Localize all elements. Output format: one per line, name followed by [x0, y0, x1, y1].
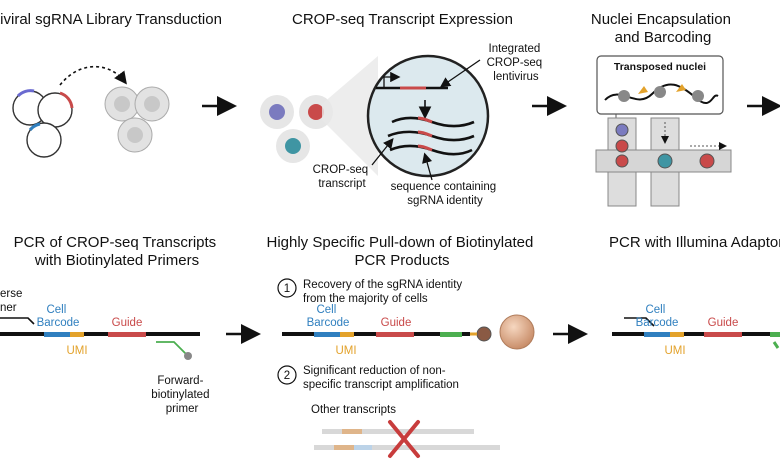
magnetic-bead: [499, 314, 535, 350]
label-umi-2: UMI: [335, 345, 356, 357]
label-cell-barcode-3: Cell Barcode: [636, 304, 679, 329]
streptavidin: [476, 326, 492, 342]
zoom-circle: [366, 54, 490, 178]
panel-transduction: tiviral sgRNA Library Transduction: [0, 11, 237, 158]
label-integrated: Integrated CROP-seq lentivirus: [487, 43, 546, 83]
label-forward-primer: Forward- biotinylated primer: [151, 375, 212, 415]
label-umi: UMI: [66, 345, 87, 357]
transposase-2: [676, 84, 686, 92]
nucleosome-2: [654, 86, 666, 98]
panel-pull-down: Highly Specific Pull-down of Biotinylate…: [267, 234, 588, 458]
cell-group-right: [104, 86, 170, 153]
label-transcript: CROP-seq transcript: [313, 164, 372, 190]
transcript-2-guide: [417, 130, 433, 138]
nucleus-6: [127, 127, 143, 143]
panel3-title: Nuclei Encapsulation and Barcoding: [591, 11, 735, 46]
panel1-title: tiviral sgRNA Library Transduction: [0, 11, 222, 28]
segment-guide: [108, 332, 146, 337]
transcripts: [387, 116, 475, 156]
forward-primer: [156, 341, 187, 355]
zoom-cone: [322, 56, 378, 176]
step2-number: 2: [284, 370, 290, 382]
label-transposed: Transposed nuclei: [614, 61, 706, 73]
nucleosome-1: [618, 90, 630, 102]
label-guide: Guide: [112, 317, 143, 329]
panel4-title: PCR of CROP-seq Transcripts with Biotiny…: [14, 234, 221, 269]
sgrna-mark-2: [59, 91, 74, 109]
cell-group-left: [12, 89, 74, 158]
panel2-title: CROP-seq Transcript Expression: [292, 11, 513, 28]
promoter-arrow: [383, 71, 401, 88]
biotin-dot: [184, 352, 192, 360]
other-transcript-2-mark-b: [354, 445, 372, 450]
transcript-1-guide: [417, 116, 433, 124]
nucleus-teal: [285, 138, 301, 154]
microfluidic-chip: [595, 117, 732, 207]
step1-badge: [277, 278, 297, 298]
panel5-title: Highly Specific Pull-down of Biotinylate…: [267, 234, 538, 269]
segment-barcode-2: [314, 332, 340, 337]
nucleus-5: [144, 96, 160, 112]
droplet-purple: [615, 123, 629, 137]
cell-3: [26, 122, 62, 158]
step2-text: Significant reduction of non- specific t…: [303, 365, 459, 391]
nucleus-purple: [269, 104, 285, 120]
panel-pcr-biotinylated: PCR of CROP-seq Transcripts with Biotiny…: [0, 234, 261, 415]
segment-biotin-primer: [440, 332, 462, 337]
adaptor-tail: [772, 341, 780, 349]
dotted-arrow: [59, 65, 127, 86]
label-guide-2: Guide: [381, 317, 412, 329]
segment-guide-3: [704, 332, 742, 337]
pointer-integrated: [439, 59, 481, 88]
other-transcript-2: [314, 445, 500, 450]
segment-umi-3: [670, 332, 684, 337]
label-cell-barcode: Cell Barcode: [37, 304, 80, 329]
label-umi-3: UMI: [664, 345, 685, 357]
other-transcript-2-mark: [334, 445, 354, 450]
nucleus-red: [308, 104, 324, 120]
label-cell-barcode-2: Cell Barcode: [307, 304, 350, 329]
other-transcript-1-mark: [342, 429, 362, 434]
segment-umi-2: [340, 332, 354, 337]
panel-crop-seq-expression: CROP-seq Transcript Expression Integrate…: [260, 11, 567, 207]
panel-pcr-illumina: PCR with Illumina Adaptor Cell Barcode G…: [609, 234, 780, 357]
label-reverse-primer: erse ner: [0, 288, 26, 314]
step1-number: 1: [284, 283, 290, 295]
cross-icon: [388, 420, 420, 458]
reverse-primer: [0, 317, 35, 325]
label-other-transcripts: Other transcripts: [311, 404, 396, 416]
transposase-1: [638, 86, 648, 94]
droplet-teal: [657, 153, 673, 169]
step2-badge: [277, 365, 297, 385]
panel-nuclei-encapsulation: Nuclei Encapsulation and Barcoding Trans…: [591, 11, 780, 207]
illumina-primer: [624, 317, 655, 327]
sgrna-mark-3: [28, 122, 41, 132]
segment-umi: [70, 332, 84, 337]
droplet-red-right: [699, 153, 715, 169]
pointer-transcript: [371, 137, 394, 166]
panel6-title: PCR with Illumina Adaptor: [609, 234, 780, 251]
segment-adaptor: [770, 332, 780, 337]
sgrna-mark-1: [16, 89, 35, 98]
pointer-sequence: [422, 152, 433, 181]
transcript-3-guide: [417, 144, 433, 152]
label-sequence: sequence containing sgRNA identity: [391, 181, 500, 207]
segment-barcode: [44, 332, 70, 337]
droplet-red-top: [615, 139, 629, 153]
label-guide-3: Guide: [708, 317, 739, 329]
droplet-red: [615, 154, 629, 168]
nucleus-4: [114, 96, 130, 112]
segment-barcode-3: [644, 332, 670, 337]
nucleosome-3: [692, 90, 704, 102]
step1-text: Recovery of the sgRNA identity from the …: [303, 279, 465, 305]
segment-guide-2: [376, 332, 414, 337]
